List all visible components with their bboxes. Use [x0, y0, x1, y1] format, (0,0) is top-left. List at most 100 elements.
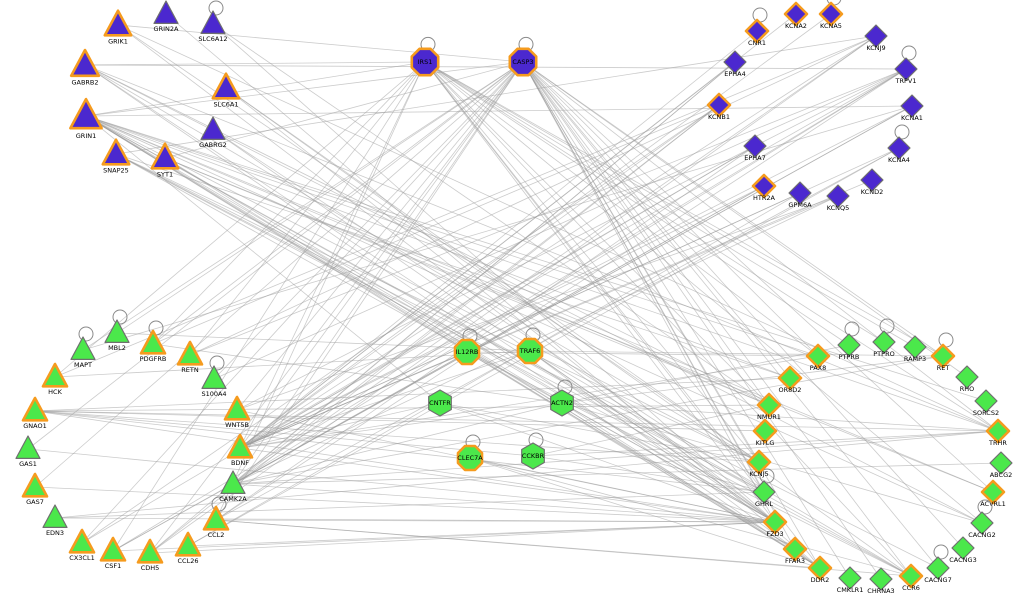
graph-node-SLC6A12[interactable]: SLC6A12 [198, 0, 228, 43]
graph-node-CACNG2[interactable]: CACNG2 [968, 499, 996, 539]
graph-node-EDN3[interactable]: EDN3 [42, 504, 68, 537]
graph-node-MBL2[interactable]: MBL2 [104, 309, 130, 352]
graph-node-GAS7[interactable]: GAS7 [21, 472, 49, 506]
graph-node-GRIN1[interactable]: GRIN1 [69, 97, 103, 140]
graph-node-GABRG2[interactable]: GABRG2 [199, 116, 227, 149]
graph-edge [439, 402, 765, 493]
graph-node-TRAF6[interactable]: TRAF6 [516, 327, 544, 365]
graph-node-SNAP25[interactable]: SNAP25 [101, 138, 131, 175]
graph-node-TRHR[interactable]: TRHR [985, 418, 1011, 447]
graph-node-CMKLR1[interactable]: CMKLR1 [837, 566, 864, 594]
graph-node-FZD3[interactable]: FZD3 [762, 509, 788, 538]
graph-node-OR8D2[interactable]: OR8D2 [777, 365, 803, 394]
graph-node-NMUR1[interactable]: NMUR1 [756, 392, 782, 421]
graph-edge [34, 410, 776, 523]
graph-node-KCNJ9[interactable]: KCNJ9 [864, 24, 888, 52]
graph-node-CSF1[interactable]: CSF1 [99, 536, 127, 570]
graph-edge [561, 344, 850, 404]
node-label: HTR2A [753, 194, 776, 202]
graph-node-SYT1[interactable]: SYT1 [150, 142, 180, 179]
graph-node-CHRNA3[interactable]: CHRNA3 [867, 567, 895, 595]
graph-node-ACVRL1[interactable]: ACVRL1 [980, 479, 1006, 508]
graph-node-DDR2[interactable]: DDR2 [807, 555, 833, 584]
graph-edge [239, 35, 877, 449]
node-shape-dia [900, 94, 924, 118]
graph-node-EPHA4[interactable]: EPHA4 [723, 50, 747, 78]
graph-node-GAS1[interactable]: GAS1 [15, 435, 41, 468]
graph-node-CLEC7A[interactable]: CLEC7A [456, 434, 484, 472]
graph-node-CASP3[interactable]: CASP3 [508, 36, 538, 77]
graph-node-CNTFR[interactable]: CNTFR [428, 389, 452, 417]
graph-node-PAX8[interactable]: PAX8 [805, 343, 831, 372]
graph-edge [439, 402, 776, 523]
graph-node-CDH5[interactable]: CDH5 [136, 538, 164, 572]
graph-edge [232, 61, 524, 485]
graph-node-GNAO1[interactable]: GNAO1 [21, 396, 49, 430]
graph-node-WNT5B[interactable]: WNT5B [223, 395, 251, 429]
graph-node-CCL26[interactable]: CCL26 [174, 531, 202, 565]
node-shape-dia [807, 555, 833, 581]
graph-node-IRS1[interactable]: IRS1 [410, 36, 440, 77]
node-shape-dia [751, 173, 777, 199]
graph-node-CX3CL1[interactable]: CX3CL1 [68, 528, 96, 562]
node-label: GNAO1 [23, 422, 46, 430]
graph-edge [225, 87, 760, 463]
graph-node-S100A4[interactable]: S100A4 [201, 355, 227, 398]
graph-node-PTPRB[interactable]: PTPRB [837, 321, 861, 361]
graph-node-HCK[interactable]: HCK [41, 362, 69, 396]
node-label: CMKLR1 [837, 586, 864, 594]
node-shape-tri [70, 336, 96, 360]
graph-node-RHO[interactable]: RHO [955, 365, 979, 393]
graph-node-TRPV1[interactable]: TRPV1 [894, 45, 918, 85]
graph-node-GPM6A[interactable]: GPM6A [788, 181, 812, 209]
graph-node-KCND2[interactable]: KCND2 [860, 168, 884, 196]
graph-node-KCNA4[interactable]: KCNA4 [887, 124, 911, 164]
graph-node-CCL2[interactable]: CCL2 [202, 496, 230, 539]
node-shape-oct [410, 47, 440, 77]
graph-node-HTR2A[interactable]: HTR2A [751, 173, 777, 202]
graph-node-ABCG2[interactable]: ABCG2 [989, 451, 1013, 479]
graph-node-CACNG3[interactable]: CACNG3 [949, 536, 977, 564]
node-shape-oct [516, 337, 544, 365]
graph-node-SORCS2[interactable]: SORCS2 [973, 389, 999, 417]
self-loop-edge [78, 326, 94, 342]
graph-node-IL12RB[interactable]: IL12RB [453, 328, 481, 366]
graph-node-EPHA7[interactable]: EPHA7 [743, 134, 767, 162]
graph-node-MAPT[interactable]: MAPT [70, 326, 96, 369]
graph-node-CNR1[interactable]: CNR1 [744, 7, 770, 47]
graph-node-RET[interactable]: RET [930, 332, 956, 372]
graph-node-KITLG[interactable]: KITLG [752, 418, 778, 447]
graph-node-PDGFRB[interactable]: PDGFRB [140, 320, 167, 363]
graph-edge [522, 61, 968, 378]
node-shape-tri [42, 504, 68, 528]
graph-node-CAMK2A[interactable]: CAMK2A [219, 470, 247, 503]
node-label: CHRNA3 [867, 587, 894, 595]
graph-node-RETN[interactable]: RETN [176, 340, 204, 374]
graph-edge [213, 61, 524, 380]
node-label: RET [937, 364, 950, 372]
graph-node-GHRL[interactable]: GHRL [752, 468, 776, 508]
graph-node-SLC6A1[interactable]: SLC6A1 [211, 72, 241, 109]
graph-node-FFAR3[interactable]: FFAR3 [782, 536, 808, 565]
graph-node-GRIK1[interactable]: GRIK1 [103, 9, 133, 46]
graph-node-CCKBR[interactable]: CCKBR [521, 432, 545, 470]
graph-node-KCNA1[interactable]: KCNA1 [900, 94, 924, 122]
graph-node-KCNJ5[interactable]: KCNJ5 [746, 449, 772, 478]
graph-node-CACNG7[interactable]: CACNG7 [924, 544, 952, 584]
graph-edge [424, 61, 770, 406]
graph-edge [85, 61, 426, 117]
graph-node-KCNA5[interactable]: KCNA5 [818, 0, 844, 30]
graph-node-GRIN2A[interactable]: GRIN2A [153, 0, 179, 33]
graph-node-KCNB1[interactable]: KCNB1 [706, 92, 732, 121]
graph-node-RAMP3[interactable]: RAMP3 [903, 335, 927, 363]
graph-node-KCNQ5[interactable]: KCNQ5 [826, 184, 850, 212]
graph-node-ACTN2[interactable]: ACTN2 [550, 379, 574, 417]
graph-node-KCNA2[interactable]: KCNA2 [783, 1, 809, 30]
graph-node-PTPRO[interactable]: PTPRO [872, 318, 896, 358]
graph-node-BDNF[interactable]: BDNF [226, 433, 254, 467]
graph-edge [27, 448, 776, 523]
graph-node-CCR6[interactable]: CCR6 [898, 563, 924, 592]
graph-node-GABRB2[interactable]: GABRB2 [69, 48, 101, 87]
